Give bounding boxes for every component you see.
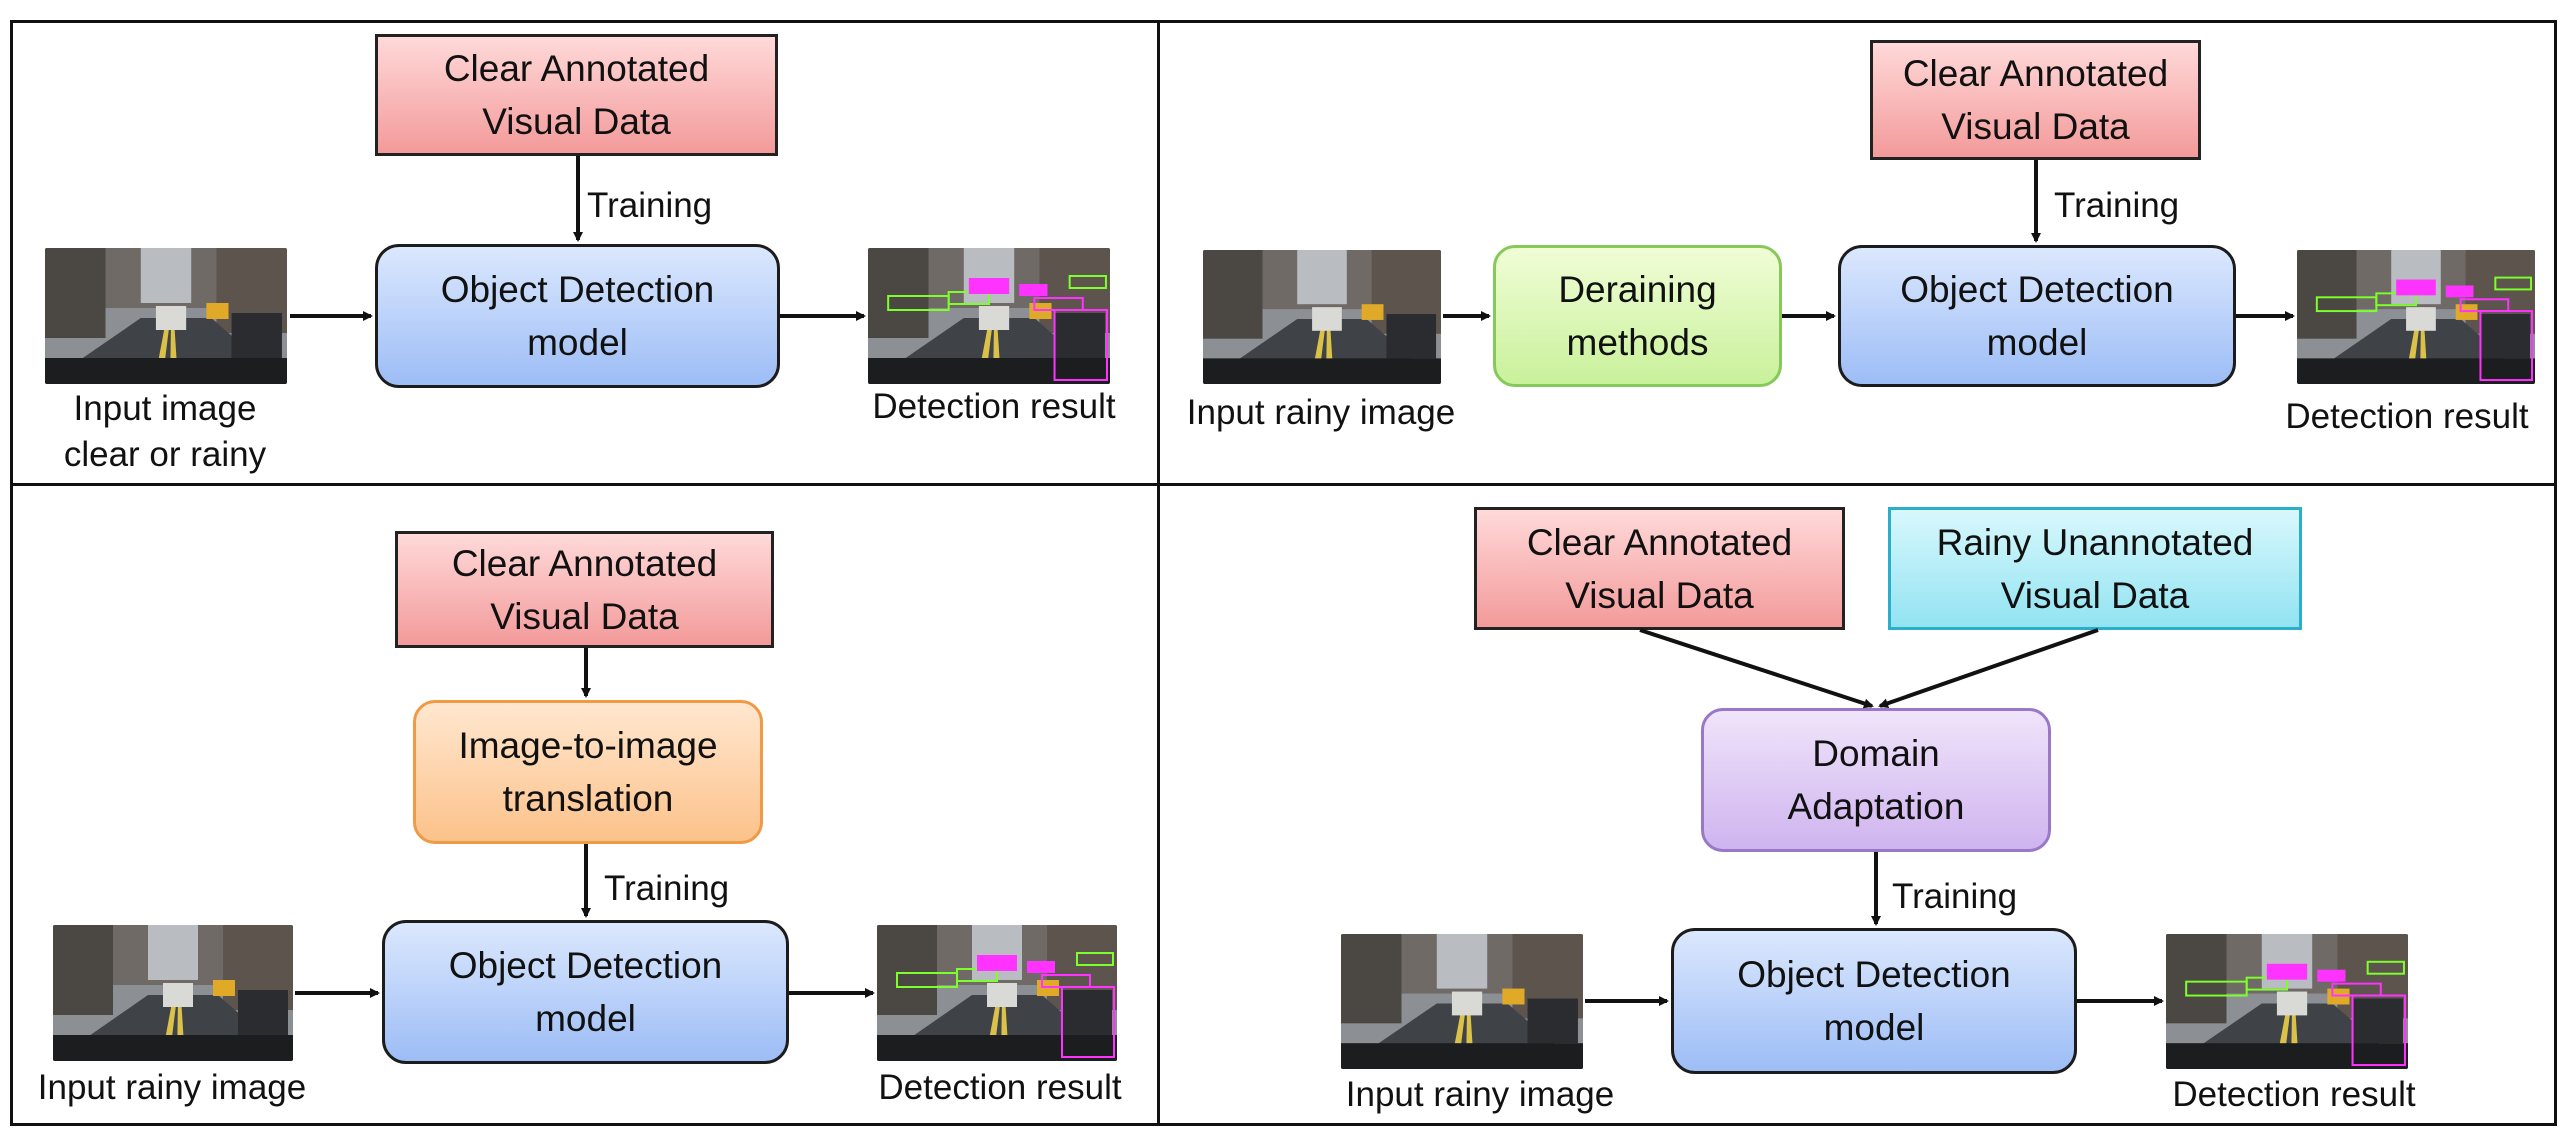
training-label: Training	[587, 186, 713, 225]
input-image	[45, 248, 287, 384]
text-line: Visual Data	[490, 595, 679, 637]
input-image	[53, 925, 293, 1061]
text-line: Clear Annotated	[1526, 521, 1793, 563]
text-line: clear or rainy	[63, 435, 267, 474]
object-detection-model-box: Object Detection model	[375, 244, 780, 388]
text-line: model	[1986, 322, 2088, 363]
detection-result-image	[868, 248, 1110, 384]
text-line: Object Detection	[448, 945, 723, 986]
text-line: Object Detection	[440, 269, 715, 310]
object-detection-model-box: Object Detection model	[382, 920, 789, 1064]
input-image-label: Input rainy image	[1345, 1075, 1615, 1114]
training-label: Training	[2054, 186, 2180, 225]
detection-result-label: Detection result	[872, 387, 1116, 426]
text-line: model	[1823, 1007, 1925, 1048]
image-to-image-translation-box: Image-to-image translation	[413, 700, 763, 844]
text-line: Domain	[1812, 733, 1940, 774]
text-line: model	[527, 322, 628, 363]
input-image-label: Input rainy image	[37, 1068, 307, 1107]
text-line: Clear Annotated	[451, 542, 718, 584]
input-image-label: Input rainy image	[1186, 393, 1456, 432]
text-line: methods	[1566, 322, 1709, 363]
text-line: Visual Data	[1941, 106, 2130, 147]
panel-bottom-right	[1157, 483, 2557, 1126]
text-line: model	[535, 998, 636, 1039]
text-line: Clear Annotated	[443, 48, 710, 89]
text-line: Clear Annotated	[1902, 53, 2169, 94]
detection-result-image	[2166, 934, 2408, 1069]
text-line: Adaptation	[1787, 786, 1965, 827]
detection-result-label: Detection result	[2172, 1075, 2416, 1114]
text-line: Object Detection	[1737, 954, 2011, 995]
text-line: Rainy Unannotated	[1936, 521, 2254, 563]
text-line: Visual Data	[1565, 574, 1754, 616]
detection-result-label: Detection result	[2285, 397, 2529, 436]
text-line: Visual Data	[482, 101, 671, 142]
text-line: Object Detection	[1900, 269, 2174, 310]
object-detection-model-box: Object Detection model	[1671, 928, 2077, 1074]
deraining-methods-box: Deraining methods	[1493, 245, 1782, 387]
text-line: Visual Data	[2000, 574, 2190, 616]
input-image-label: Input image clear or rainy	[42, 386, 288, 478]
text-line: Deraining	[1558, 269, 1717, 310]
text-line: Input image	[73, 389, 257, 428]
detection-result-image	[2297, 250, 2535, 384]
object-detection-model-box: Object Detection model	[1838, 245, 2236, 387]
text-line: Image-to-image	[458, 725, 718, 766]
text-line: translation	[502, 778, 674, 819]
training-label: Training	[1892, 877, 2018, 916]
training-label: Training	[604, 869, 730, 908]
input-image	[1341, 934, 1583, 1069]
detection-result-image	[877, 925, 1117, 1061]
input-image	[1203, 250, 1441, 384]
detection-result-label: Detection result	[878, 1068, 1122, 1107]
